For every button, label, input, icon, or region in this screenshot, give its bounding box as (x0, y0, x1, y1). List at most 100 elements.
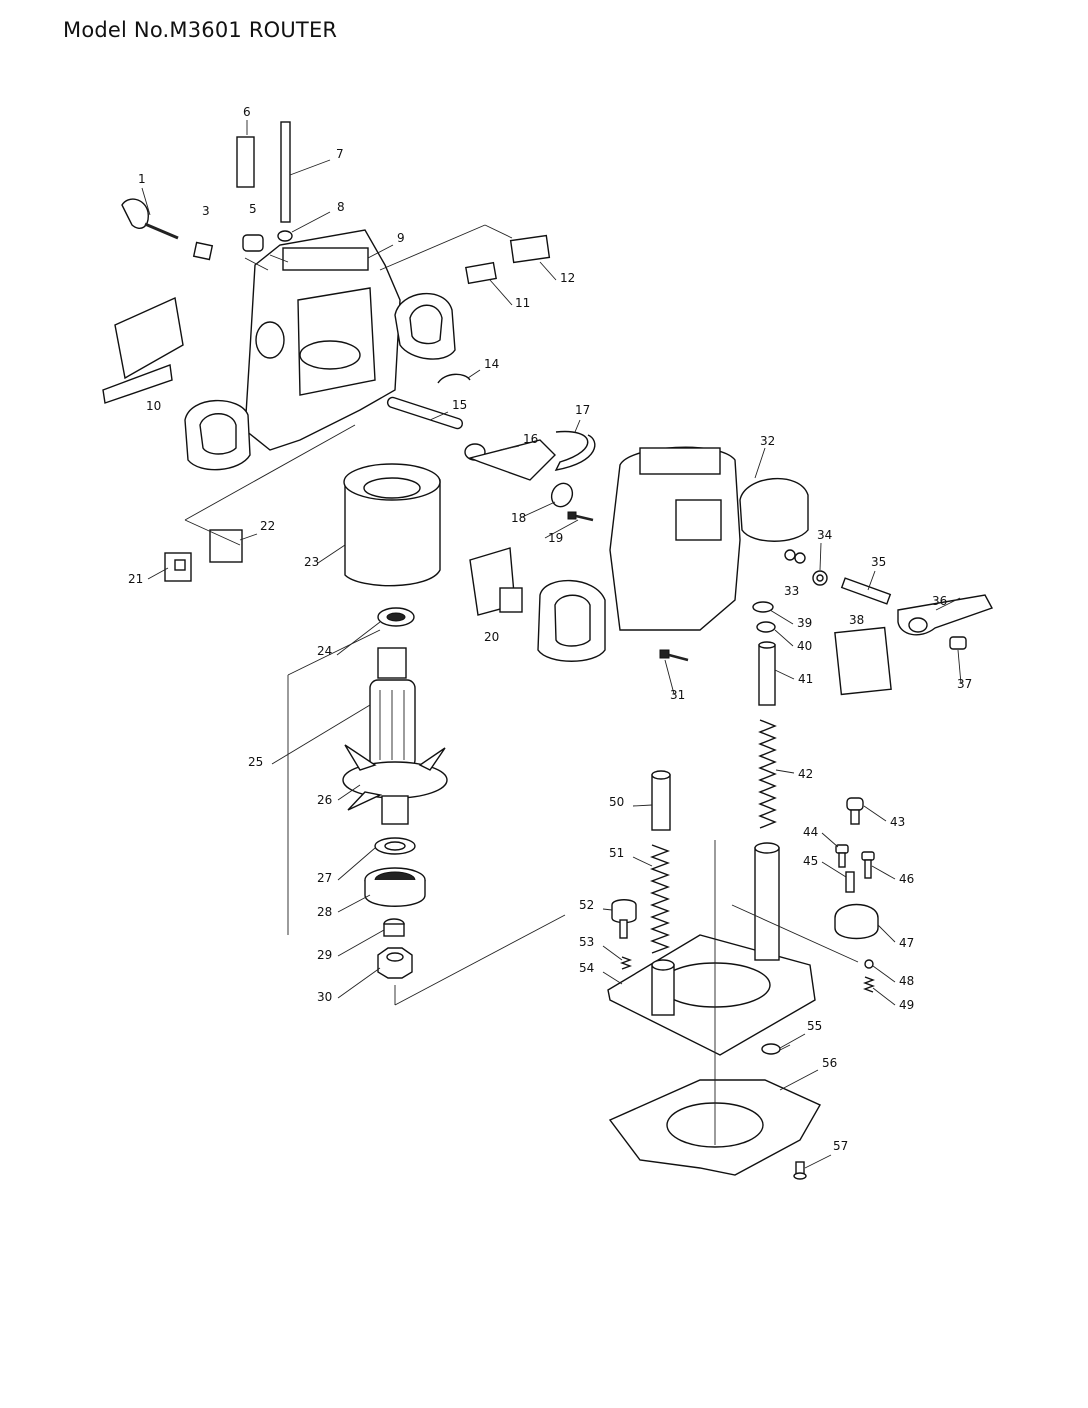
callout-1: 1 (138, 172, 146, 186)
knob-1 (121, 198, 179, 240)
leader-line-34 (819, 542, 822, 571)
page-title: Model No.M3601 ROUTER (63, 18, 338, 42)
callout-24: 24 (317, 644, 332, 658)
callout-26: 26 (317, 793, 332, 807)
leader-line-46 (871, 865, 896, 880)
leader-line-40 (774, 629, 794, 647)
callout-36: 36 (932, 594, 947, 608)
callout-45: 45 (803, 854, 818, 868)
leader-line-19 (544, 519, 579, 539)
screw-19 (567, 511, 594, 522)
screw-46 (861, 851, 875, 879)
clip-3 (192, 241, 214, 261)
leader-line-12 (539, 261, 557, 281)
leader-line-42 (775, 769, 795, 774)
callout-42: 42 (798, 767, 813, 781)
callout-29: 29 (317, 948, 332, 962)
callout-25: 25 (248, 755, 263, 769)
leader-line-35 (867, 570, 876, 591)
collet-29 (383, 918, 405, 937)
leader-line-37 (957, 649, 962, 685)
washer-40 (756, 621, 776, 633)
callout-50: 50 (609, 795, 624, 809)
leader-line-22 (239, 533, 258, 541)
switch-20 (469, 547, 523, 616)
pin-15 (386, 396, 464, 430)
leader-line-39 (769, 609, 794, 625)
callout-23: 23 (304, 555, 319, 569)
screw-31 (659, 649, 689, 662)
callout-49: 49 (899, 998, 914, 1012)
bearing-28 (364, 867, 426, 907)
callout-44: 44 (803, 825, 818, 839)
callout-40: 40 (797, 639, 812, 653)
brush-22 (209, 529, 243, 563)
callout-6: 6 (243, 105, 251, 119)
assembly-lines (184, 224, 859, 1145)
callout-43: 43 (890, 815, 905, 829)
bearing-24 (377, 607, 415, 627)
label-6 (236, 136, 255, 188)
screw-43 (846, 797, 864, 825)
switch-12 (509, 234, 551, 264)
callout-12: 12 (560, 271, 575, 285)
leader-line-29 (337, 929, 385, 957)
handle-right-9 (394, 293, 456, 360)
leader-line-44 (821, 832, 839, 848)
callout-47: 47 (899, 936, 914, 950)
callout-8: 8 (337, 200, 345, 214)
leader-line-30 (337, 967, 381, 999)
leader-line-21 (147, 567, 169, 580)
leader-line-18 (519, 501, 556, 519)
lever-36 (897, 594, 994, 636)
callout-37: 37 (957, 677, 972, 691)
leader-line-24 (336, 621, 381, 656)
leader-line-27 (337, 847, 376, 881)
callout-14: 14 (484, 357, 499, 371)
handle-left-9 (184, 399, 251, 471)
screw-37 (949, 636, 967, 650)
callout-54: 54 (579, 961, 594, 975)
leader-line-11 (489, 279, 513, 306)
callout-55: 55 (807, 1019, 822, 1033)
field-23 (343, 463, 441, 587)
leader-line-25 (271, 704, 371, 765)
callout-22: 22 (260, 519, 275, 533)
callout-11: 11 (515, 296, 530, 310)
spring-49 (863, 976, 875, 993)
leader-line-16 (499, 445, 520, 451)
label-38 (834, 626, 892, 696)
leader-line-47 (877, 924, 896, 943)
callout-32: 32 (760, 434, 775, 448)
spring-51 (650, 844, 670, 954)
leader-line-54 (602, 971, 623, 985)
leader-line-52 (602, 908, 613, 911)
spring-53 (620, 956, 632, 970)
guide-cover-10 (102, 296, 184, 404)
leader-line-45 (821, 861, 847, 878)
callout-5: 5 (249, 202, 257, 216)
callout-7: 7 (336, 147, 344, 161)
rod-7 (280, 121, 291, 223)
leader-line-31 (664, 659, 675, 695)
callout-57: 57 (833, 1139, 848, 1153)
spring-17 (554, 430, 596, 471)
callout-9: 9 (397, 231, 405, 245)
leader-line-32 (754, 447, 766, 479)
lever-16 (464, 439, 556, 481)
leader-line-1 (141, 187, 151, 216)
leader-line-17 (574, 419, 581, 433)
pole-50 (651, 770, 671, 831)
brush-holder-11 (465, 261, 497, 285)
callout-20: 20 (484, 630, 499, 644)
leader-line-51 (632, 856, 653, 867)
leader-line-9 (367, 244, 394, 259)
leader-line-50 (632, 804, 653, 807)
clip-14 (437, 373, 471, 384)
motor-housing-9 (244, 229, 401, 451)
leader-line-15 (429, 411, 449, 421)
pole-41 (758, 641, 776, 706)
callout-31: 31 (670, 688, 685, 702)
